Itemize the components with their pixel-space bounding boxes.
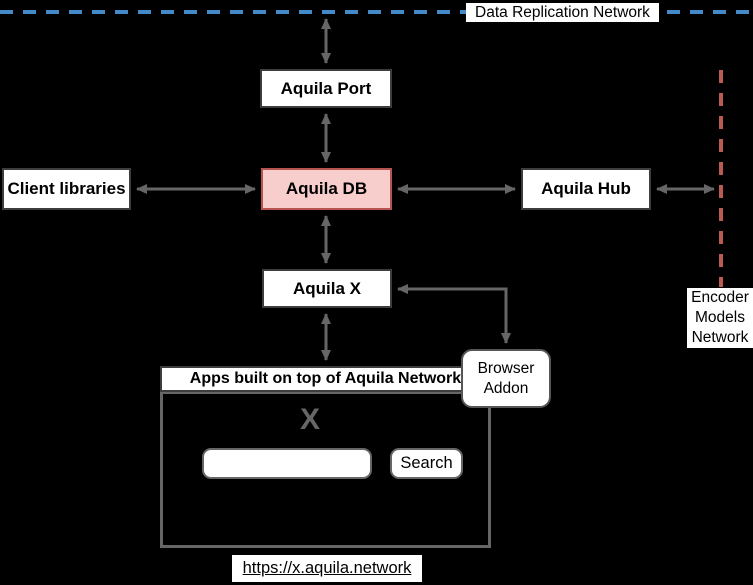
app-url-label: https://x.aquila.network	[232, 555, 422, 582]
node-aquila-db: Aquila DB	[261, 168, 392, 210]
node-aquila-db-label: Aquila DB	[285, 179, 368, 198]
node-aquila-port-label: Aquila Port	[280, 78, 372, 98]
node-aquila-port: Aquila Port	[260, 69, 392, 108]
node-browser-addon: Browser Addon	[461, 349, 551, 408]
data-replication-network-label: Data Replication Network	[466, 3, 659, 22]
node-aquila-x: Aquila X	[262, 269, 392, 308]
app-url-link[interactable]: https://x.aquila.network	[242, 559, 412, 577]
node-client-libraries-label: Client libraries	[7, 179, 126, 198]
node-aquila-hub-label: Aquila Hub	[541, 179, 631, 198]
node-client-libraries: Client libraries	[2, 168, 131, 210]
node-aquila-hub: Aquila Hub	[521, 168, 651, 210]
apps-container-title: Apps built on top of Aquila Network	[160, 366, 491, 392]
apps-container-body	[160, 391, 491, 548]
search-input[interactable]	[202, 448, 372, 479]
arrow-x-to-browser-addon	[397, 284, 511, 344]
search-button[interactable]: Search	[390, 448, 463, 479]
x-logo: X	[299, 403, 320, 436]
node-browser-addon-label: Browser Addon	[477, 359, 535, 397]
encoder-models-network-label: Encoder Models Network	[687, 288, 753, 348]
node-aquila-x-label: Aquila X	[292, 278, 361, 298]
